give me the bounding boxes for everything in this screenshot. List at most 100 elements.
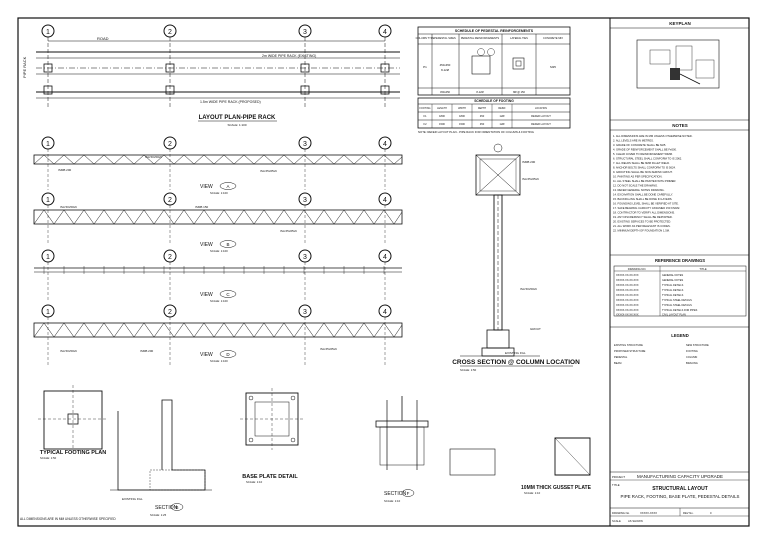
bottom-note: ALL DIMENSIONS ARE IN MM UNLESS OTHERWIS… xyxy=(20,517,116,521)
sidebar-keyplan: KEYPLAN xyxy=(610,21,749,89)
svg-text:VIEW: VIEW xyxy=(200,242,213,248)
svg-text:15. BACKFILLING SHALL BE DONE: 15. BACKFILLING SHALL BE DONE IN LAYERS. xyxy=(613,197,673,201)
svg-text:F1: F1 xyxy=(423,114,427,118)
section-b-letter: B xyxy=(175,505,178,510)
svg-text:XXXXX-XXXX: XXXXX-XXXX xyxy=(640,511,657,515)
svg-text:GENERAL NOTES: GENERAL NOTES xyxy=(662,279,683,282)
svg-text:10. PAINTING AS PER SPECIFICAT: 10. PAINTING AS PER SPECIFICATION. xyxy=(613,175,663,179)
typical-footing-plan: TYPICAL FOOTING PLAN SCALE: 1:50 xyxy=(38,385,108,460)
svg-text:8-12Ø: 8-12Ø xyxy=(441,68,450,72)
svg-text:PROPOSED STRUCTURE: PROPOSED STRUCTURE xyxy=(614,349,646,353)
svg-text:8. ANCHOR BOLTS SHALL CONFORM: 8. ANCHOR BOLTS SHALL CONFORM TO IS 5624… xyxy=(613,166,676,170)
svg-text:7. ALL WELDS SHALL BE 6MM FILL: 7. ALL WELDS SHALL BE 6MM FILLET WELD. xyxy=(613,161,670,165)
svg-text:SCALE: 1:100: SCALE: 1:100 xyxy=(210,249,228,253)
svg-text:BEAM: BEAM xyxy=(614,361,621,365)
svg-text:ISMB 200: ISMB 200 xyxy=(522,160,536,164)
svg-text:PEDESTAL: PEDESTAL xyxy=(614,355,628,359)
gusset-title: 10MM THICK GUSSET PLATE xyxy=(521,485,592,491)
svg-text:CIVIL LAYOUT PLAN: CIVIL LAYOUT PLAN xyxy=(662,314,686,317)
cross-section-title: CROSS SECTION @ COLUMN LOCATION xyxy=(452,359,580,366)
cross-section: ISMB 200 ISA 65x65x6 ISA 50x50x6 GROUT E… xyxy=(452,143,580,372)
svg-text:SCALE: 1:100: SCALE: 1:100 xyxy=(210,299,228,303)
svg-text:GENERAL NOTES: GENERAL NOTES xyxy=(662,274,683,277)
view-b: 1 2 3 4 ISA 50x50x6 ISMB 150 ISA 65x65x6… xyxy=(33,192,403,253)
svg-text:XXXXX-XX-XX-XXX: XXXXX-XX-XX-XXX xyxy=(616,274,639,277)
view-d: 1 2 3 4 ISA 50x50x6 ISMB 200 ISA 65x65x6… xyxy=(33,304,403,365)
svg-text:ISMB 200: ISMB 200 xyxy=(58,168,72,172)
svg-text:TYPICAL DETAILS: TYPICAL DETAILS xyxy=(662,294,684,297)
svg-text:2: 2 xyxy=(168,29,172,36)
drawing-subtitle: PIPE RACK, FOOTING, BASE PLATE, PEDESTAL… xyxy=(621,494,740,499)
svg-text:COLUMN: COLUMN xyxy=(686,355,697,359)
plan-left-label: PIPE RACK xyxy=(22,56,27,78)
svg-text:18. CONTRACTOR TO VERIFY ALL D: 18. CONTRACTOR TO VERIFY ALL DIMENSIONS. xyxy=(613,211,675,215)
svg-text:XXXXX-XX-XX-XXX: XXXXX-XX-XX-XXX xyxy=(616,294,639,297)
svg-text:11. ALL STEEL SHALL BE PAINTED: 11. ALL STEEL SHALL BE PAINTED WITH PRIM… xyxy=(613,179,676,183)
svg-text:ISA 65x65x6: ISA 65x65x6 xyxy=(320,347,337,351)
svg-text:3: 3 xyxy=(303,309,307,316)
svg-text:XXXXX-XX-XX-XXX: XXXXX-XX-XX-XXX xyxy=(616,314,639,317)
svg-text:8Ø @ 150: 8Ø @ 150 xyxy=(513,90,525,94)
svg-text:TYPICAL DETAILS: TYPICAL DETAILS xyxy=(662,289,684,292)
svg-text:12Ø: 12Ø xyxy=(500,114,505,118)
svg-text:SCALE: 1:100: SCALE: 1:100 xyxy=(210,359,228,363)
road-label: ROAD xyxy=(97,36,109,41)
svg-text:REV No.: REV No. xyxy=(683,511,694,515)
svg-text:GROUT: GROUT xyxy=(530,327,541,331)
svg-text:1: 1 xyxy=(46,309,50,316)
svg-text:4: 4 xyxy=(383,254,387,261)
svg-text:REFER LAYOUT: REFER LAYOUT xyxy=(531,122,551,126)
svg-text:P1: P1 xyxy=(423,65,427,69)
svg-text:ISA 50x50x6: ISA 50x50x6 xyxy=(145,155,162,159)
grid-bubble: 3 xyxy=(298,24,312,38)
svg-text:4: 4 xyxy=(383,29,387,36)
svg-text:SCALE: 1:10: SCALE: 1:10 xyxy=(524,491,541,495)
svg-text:2: 2 xyxy=(168,141,172,148)
svg-text:19. ANY DISCREPANCY SHALL BE R: 19. ANY DISCREPANCY SHALL BE REPORTED. xyxy=(613,215,673,219)
svg-text:4: 4 xyxy=(383,197,387,204)
svg-text:LOCATION: LOCATION xyxy=(535,107,547,110)
svg-text:12Ø: 12Ø xyxy=(500,122,505,126)
svg-text:1: 1 xyxy=(46,254,50,261)
svg-text:REINF: REINF xyxy=(498,107,506,110)
view-d-letter: D xyxy=(226,352,230,357)
view-c-letter: C xyxy=(226,292,230,297)
svg-text:FOOTING: FOOTING xyxy=(420,107,431,110)
svg-text:TYPICAL STEEL DETAILS: TYPICAL STEEL DETAILS xyxy=(662,299,692,302)
grid-bubble: 4 xyxy=(378,24,392,38)
svg-text:20. EXISTING SERVICES TO BE PR: 20. EXISTING SERVICES TO BE PROTECTED. xyxy=(613,220,671,224)
svg-text:4. GRADE OF REINFORCEMENT SHAL: 4. GRADE OF REINFORCEMENT SHALL BE Fe500… xyxy=(613,148,677,152)
base-plate-detail: BASE PLATE DETAIL SCALE: 1:10 xyxy=(240,388,304,484)
svg-text:TITLE: TITLE xyxy=(612,483,620,487)
sidebar-notes: NOTES 1. ALL DIMENSIONS ARE IN MM UNLESS… xyxy=(610,119,749,233)
svg-text:SCALE: 1:10: SCALE: 1:10 xyxy=(384,499,401,503)
svg-text:450: 450 xyxy=(480,114,485,118)
base-plate-title: BASE PLATE DETAIL xyxy=(242,474,298,480)
svg-text:22. MINIMUM DEPTH OF FOUNDATIO: 22. MINIMUM DEPTH OF FOUNDATION 1.5M. xyxy=(613,229,670,233)
svg-text:REFERENCE DRAWINGS: REFERENCE DRAWINGS xyxy=(655,258,705,263)
svg-text:ISMB 200: ISMB 200 xyxy=(140,349,154,353)
svg-text:SCALE: 1:50: SCALE: 1:50 xyxy=(460,368,477,372)
svg-text:1: 1 xyxy=(46,141,50,148)
schedule-reinforcement-table: SCHEDULE OF PEDESTAL REINFORCEMENTS COLU… xyxy=(416,26,571,96)
svg-text:BRACING: BRACING xyxy=(686,361,698,365)
svg-text:4: 4 xyxy=(383,141,387,148)
svg-text:VIEW: VIEW xyxy=(200,292,213,298)
svg-text:EXISTING STRUCTURE: EXISTING STRUCTURE xyxy=(614,343,643,347)
svg-text:4: 4 xyxy=(383,309,387,316)
svg-text:1: 1 xyxy=(46,197,50,204)
svg-text:XXXXX-XX-XX-XXX: XXXXX-XX-XX-XXX xyxy=(616,279,639,282)
layout-plan: 1 2 3 4 ROAD 2m WIDE PIPE RACK (EXISTING… xyxy=(22,24,400,127)
svg-text:DRAWING No.: DRAWING No. xyxy=(612,511,630,515)
svg-text:6. STRUCTURAL STEEL SHALL CONF: 6. STRUCTURAL STEEL SHALL CONFORM TO IS … xyxy=(613,157,682,161)
svg-text:21. ALL WORK AS PER RELEVANT I: 21. ALL WORK AS PER RELEVANT IS CODES. xyxy=(613,224,671,228)
proposed-rack-label: 1.5m WIDE PIPE RACK (PROPOSED) xyxy=(200,100,261,104)
svg-text:TYPICAL STEEL DETAILS: TYPICAL STEEL DETAILS xyxy=(662,304,692,307)
svg-text:12. DO NOT SCALE THE DRAWING.: 12. DO NOT SCALE THE DRAWING. xyxy=(613,184,658,188)
svg-text:XXXXX-XX-XX-XXX: XXXXX-XX-XX-XXX xyxy=(616,299,639,302)
svg-text:SCHEDULE OF PEDESTAL REINFORCE: SCHEDULE OF PEDESTAL REINFORCEMENTS xyxy=(455,29,534,33)
layout-plan-title: LAYOUT PLAN-PIPE RACK xyxy=(199,115,276,121)
existing-rack-label: 2m WIDE PIPE RACK (EXISTING) xyxy=(262,54,316,58)
